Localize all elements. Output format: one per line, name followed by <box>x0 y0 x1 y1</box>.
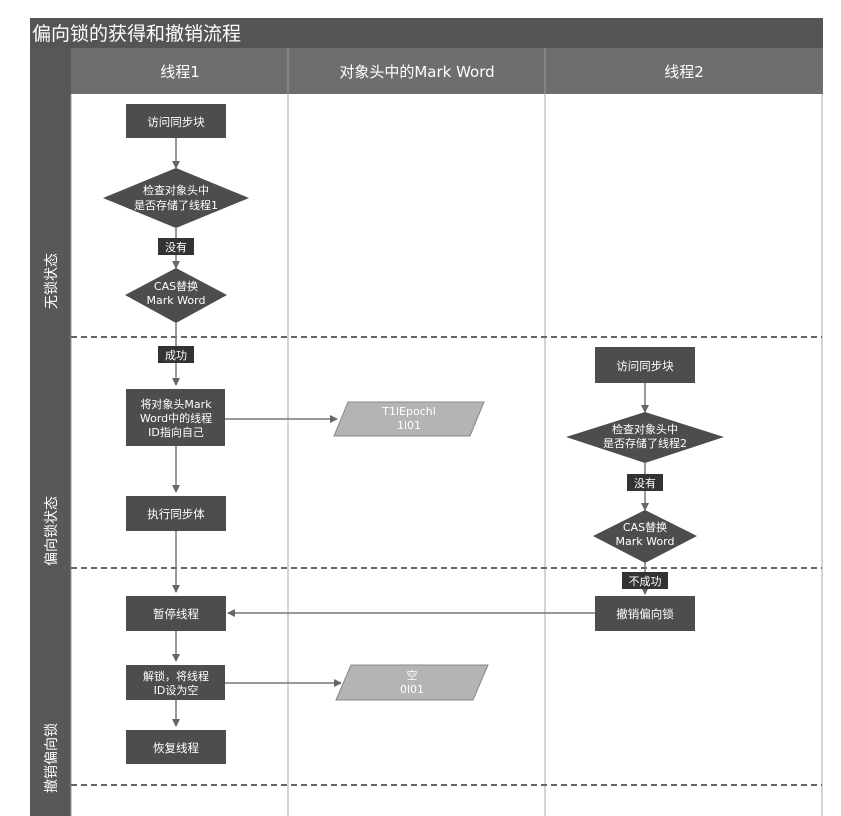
flow-box-execute-sync-body <box>126 496 226 531</box>
flow-box-resume-thread <box>126 730 226 764</box>
title-bar <box>30 18 823 48</box>
flow-box-label: 恢复线程 <box>153 741 199 755</box>
row-label-unlocked: 无锁状态 <box>44 253 60 309</box>
markword-label: 1l01 <box>397 419 421 432</box>
row-label-biased: 偏向锁状态 <box>44 496 60 566</box>
flow-box-label: ID指向自己 <box>148 425 204 439</box>
flow-box-access-sync-block-t1 <box>126 104 226 138</box>
edge-label-text: 没有 <box>165 240 187 254</box>
decision-label: CAS替换 <box>623 520 667 534</box>
markword-empty <box>335 664 489 701</box>
decision-cas-thread2 <box>593 510 697 563</box>
flow-box-label: Word中的线程 <box>140 411 212 425</box>
flow-box-revoke-biased-lock <box>595 596 695 631</box>
flow-box-pause-thread <box>126 596 226 631</box>
decision-label: Mark Word <box>616 535 675 548</box>
markword-label: 0l01 <box>400 683 424 696</box>
edge-label-success <box>158 346 194 363</box>
decision-label: 是否存储了线程1 <box>134 198 218 212</box>
flow-box-label: 解锁，将线程 <box>143 669 209 683</box>
edge-label-fail <box>622 572 668 589</box>
flow-box-label: ID设为空 <box>154 683 199 697</box>
markword-label: 空 <box>407 668 418 682</box>
markword-label: T1lEpochl <box>381 405 436 418</box>
markword-biased <box>333 401 485 437</box>
row-label-bar <box>30 48 71 816</box>
decision-label: 检查对象头中 <box>612 422 678 436</box>
decision-cas-thread1 <box>125 268 227 323</box>
flow-box-label: 暂停线程 <box>153 607 199 621</box>
diagram-title: 偏向锁的获得和撤销流程 <box>32 23 241 45</box>
edge-label-no <box>627 474 663 491</box>
edge-label-text: 不成功 <box>629 575 662 588</box>
decision-check-thread1 <box>103 168 249 228</box>
decision-label: 是否存储了线程2 <box>603 436 687 450</box>
flow-box-set-thread-id <box>126 389 225 446</box>
flow-box-access-sync-block-t2 <box>595 347 695 383</box>
decision-label: Mark Word <box>147 294 206 307</box>
column-header-bar <box>71 48 823 94</box>
flow-box-label: 执行同步体 <box>147 507 205 521</box>
flow-box-label: 访问同步块 <box>616 359 674 373</box>
column-header-markword: 对象头中的Mark Word <box>339 63 494 81</box>
column-header-thread2: 线程2 <box>664 63 704 81</box>
decision-check-thread2 <box>566 412 724 463</box>
decision-label: CAS替换 <box>154 279 198 293</box>
flow-box-unlock <box>126 665 225 700</box>
decision-label: 检查对象头中 <box>143 183 209 197</box>
edge-label-text: 成功 <box>165 349 187 362</box>
flow-box-label: 撤销偏向锁 <box>616 607 674 621</box>
flow-box-label: 将对象头Mark <box>140 397 212 411</box>
row-label-revoke: 撤销偏向锁 <box>44 723 60 793</box>
column-header-thread1: 线程1 <box>160 63 200 81</box>
edge-label-text: 没有 <box>634 476 656 490</box>
flow-box-label: 访问同步块 <box>147 115 205 129</box>
edge-label-no <box>158 238 194 255</box>
